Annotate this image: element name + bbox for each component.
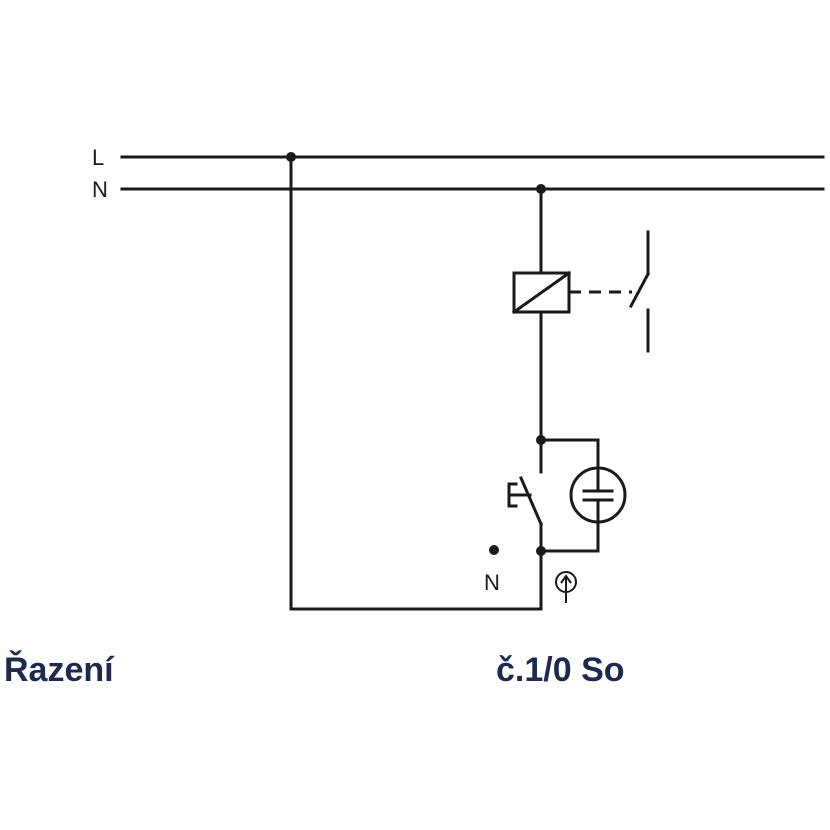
relay-contact-icon <box>628 230 651 353</box>
relay-coil-icon <box>511 270 572 315</box>
neutral-conductor-label: N <box>92 177 108 202</box>
lamp-symbol-icon <box>555 571 577 603</box>
neutral-terminal-label: N <box>484 570 500 595</box>
neutral-terminal-node <box>489 545 499 555</box>
line-conductor-label: L <box>92 145 104 170</box>
connection-number: č.1/0 So <box>496 651 625 689</box>
push-button-icon <box>507 438 543 553</box>
connection-caption: Řazení <box>4 651 114 689</box>
glow-lamp-icon <box>569 466 627 524</box>
